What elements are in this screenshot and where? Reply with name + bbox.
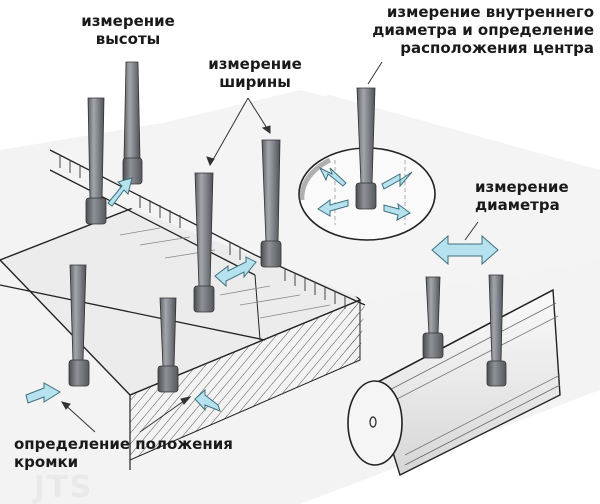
probe-width-right [260, 139, 282, 268]
probe-diameter-left [422, 276, 444, 359]
label-line: измерение внутреннего [386, 3, 594, 21]
arrow-inner-bottom-right [383, 202, 411, 221]
label-line: ширины [219, 73, 291, 91]
label-line: диаметра и определение [372, 21, 594, 39]
label-inner-diameter-measurement: измерение внутреннего диаметра и определ… [370, 3, 594, 57]
label-line: расположения центра [400, 39, 594, 57]
label-line: определение положения [14, 435, 233, 453]
probe-height-rear [122, 61, 143, 185]
arrow-diameter-double [431, 234, 499, 266]
label-edge-position: определение положения кромки [14, 435, 254, 471]
probe-width-left [193, 172, 215, 313]
probe-inner-diameter [355, 87, 377, 210]
probe-height-front [85, 97, 107, 225]
label-line: измерение [208, 55, 302, 73]
label-height-measurement: измерение высоты [68, 12, 188, 48]
label-line: измерение [81, 12, 175, 30]
probe-edge-left [68, 264, 90, 387]
probe-diameter-right [486, 274, 507, 387]
label-width-measurement: измерение ширины [200, 55, 310, 91]
leader-lines [60, 61, 479, 433]
arrow-inner-top-left [318, 166, 347, 187]
probe-edge-right [157, 297, 179, 393]
label-line: измерение [475, 178, 569, 196]
arrow-edge-left [25, 382, 61, 404]
arrow-width-double [214, 256, 257, 288]
label-line: кромки [14, 453, 79, 471]
arrow-height [107, 177, 133, 207]
arrow-inner-top-right [381, 171, 413, 190]
label-line: диаметра [475, 196, 560, 214]
label-diameter-measurement: измерение диаметра [475, 178, 595, 214]
label-line: высоты [95, 30, 161, 48]
arrow-inner-bottom-left [317, 199, 349, 217]
arrow-edge-right [194, 388, 221, 412]
watermark: JTS [34, 470, 94, 504]
